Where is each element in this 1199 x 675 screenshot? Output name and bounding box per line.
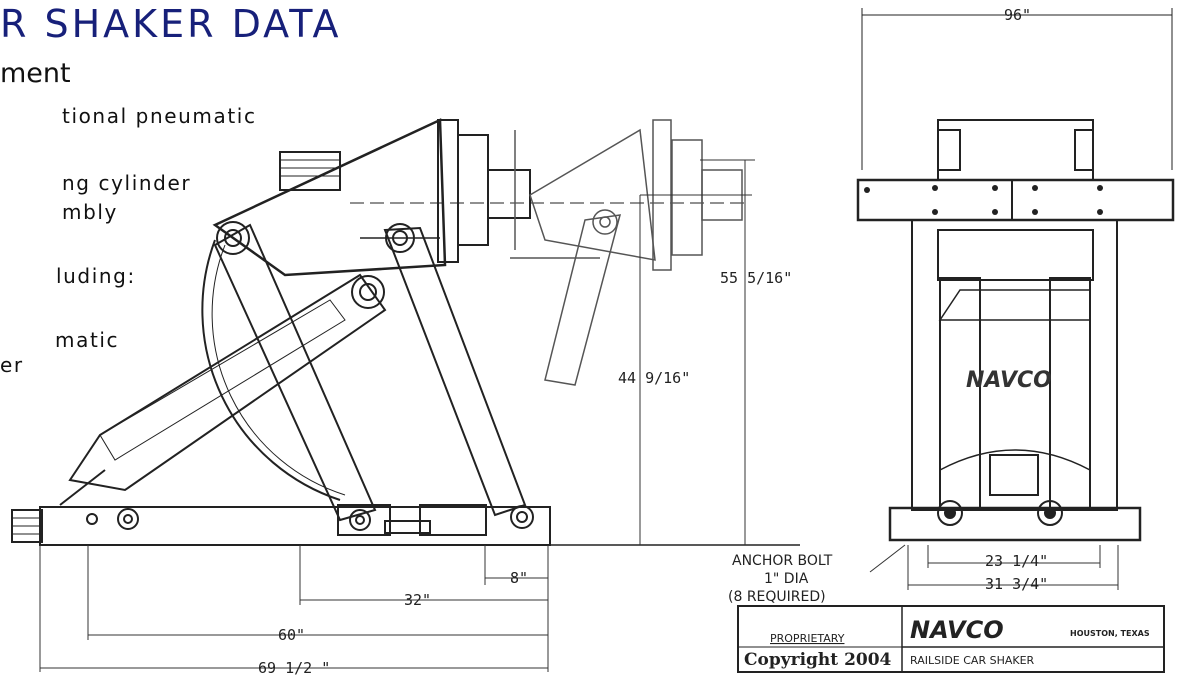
title-proprietary: PROPRIETARY (770, 632, 845, 645)
bullet-line-6: er (0, 353, 24, 377)
swing-arc (201, 239, 341, 501)
dim-69: 69 1/2 " (258, 659, 330, 675)
pneumatic-cylinder (68, 273, 387, 492)
dim-31: 31 3/4" (985, 575, 1048, 593)
dim-32: 32" (404, 591, 431, 609)
bullet-line-4: luding: (56, 264, 136, 288)
bullet-line-3: mbly (62, 200, 118, 224)
front-logo: NAVCO (966, 368, 1052, 393)
upper-frame (212, 118, 447, 277)
dim-height-outer: 55 5/16" (720, 269, 792, 287)
top-beam (856, 178, 1175, 222)
anchor-note-line-2: 1" DIA (764, 571, 809, 587)
bullet-line-1: tional pneumatic (62, 104, 257, 128)
base-pivot-1 (117, 508, 139, 530)
title-block (737, 605, 1165, 673)
anchor-note-line-1: ANCHOR BOLT (732, 553, 833, 569)
front-base (888, 506, 1142, 542)
dim-width-top: 96" (1004, 6, 1031, 24)
title-copyright: Copyright 2004 (744, 650, 892, 670)
base-rail (39, 506, 551, 546)
dim-23: 23 1/4" (985, 552, 1048, 570)
dim-8: 8" (510, 569, 528, 587)
dim-height-inner: 44 9/16" (618, 369, 690, 387)
link-arm-2 (383, 226, 527, 517)
section-heading: ment (0, 58, 71, 89)
bullet-line-5: matic (55, 328, 120, 352)
bullet-line-2: ng cylinder (62, 171, 192, 195)
upper-clamp (937, 119, 1094, 181)
dim-60: 60" (278, 626, 305, 644)
page-title: R SHAKER DATA (0, 2, 342, 46)
title-location: HOUSTON, TEXAS (1070, 629, 1150, 638)
title-logo: NAVCO (910, 616, 1004, 644)
front-frame (911, 219, 1118, 511)
title-description: RAILSIDE CAR SHAKER (910, 654, 1035, 667)
anchor-note-line-3: (8 REQUIRED) (728, 589, 826, 605)
